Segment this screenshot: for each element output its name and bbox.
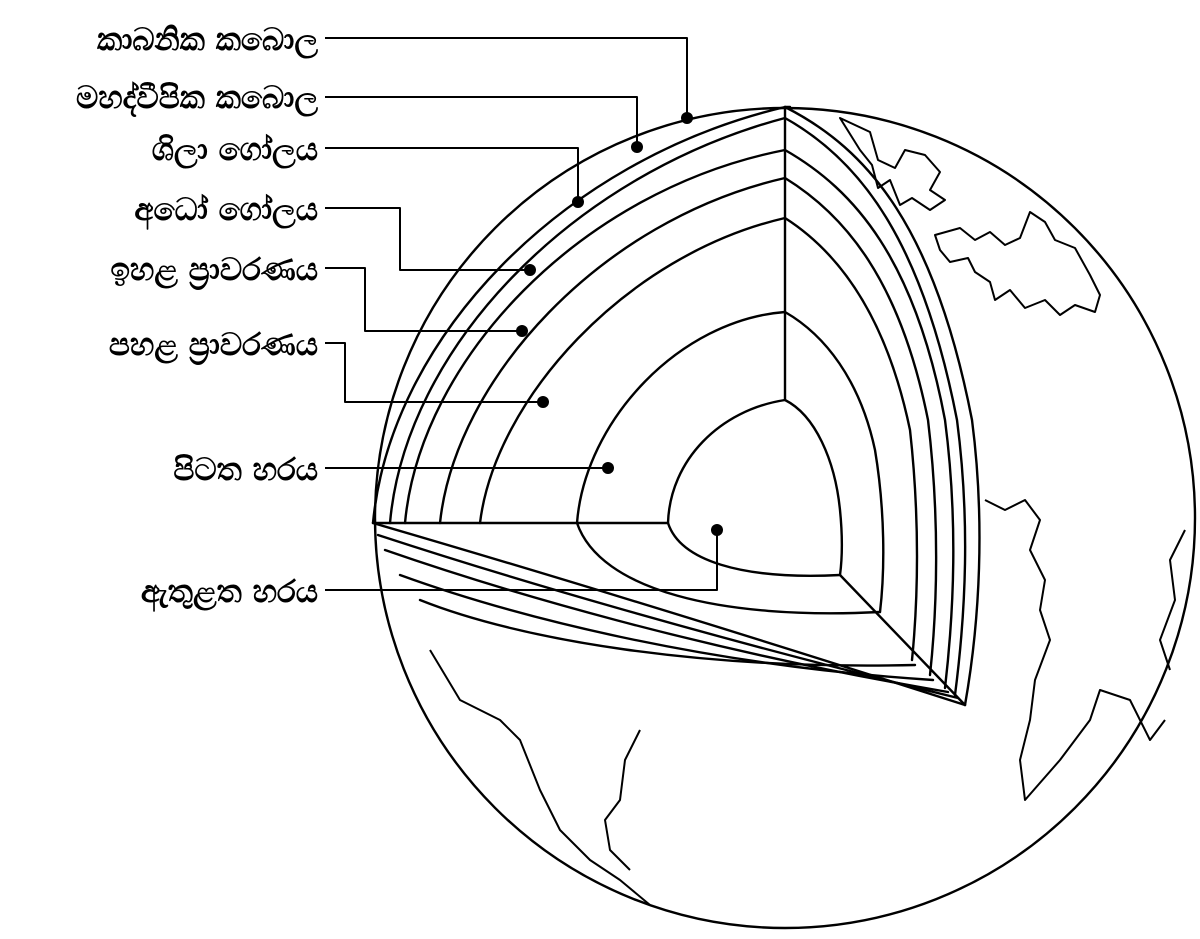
crust-cut-bottom (371, 521, 967, 707)
dot-7 (602, 462, 614, 474)
layer-4-bottom (398, 573, 935, 682)
continent-north (839, 117, 946, 211)
outer-core-bottom (575, 521, 882, 615)
leader-6 (325, 342, 543, 403)
crust-outer (371, 105, 792, 525)
continent-africa (984, 499, 1166, 801)
label-organic-crust: කාබනික කබොල (97, 22, 318, 59)
continent-europe (934, 211, 1101, 316)
leader-4 (325, 207, 530, 271)
label-lower-mantle: පහළ ප්‍රාවරණය (109, 327, 318, 366)
layer-5-bottom (418, 598, 917, 667)
layer-2 (388, 116, 967, 697)
label-upper-mantle: ඉහළ ප්‍රාවරණය (110, 252, 318, 291)
layer-5 (478, 216, 919, 662)
continent-south-america (429, 649, 651, 906)
dot-8 (711, 524, 723, 536)
leader-1 (325, 37, 688, 118)
continent-coast (604, 729, 641, 871)
leader-dots (516, 112, 723, 536)
cutaway-wedge (371, 105, 981, 707)
crust-cut-right (783, 105, 981, 707)
continent-east (1159, 529, 1186, 671)
label-inner-core: ඇතුළත හරය (141, 574, 318, 612)
dot-3 (572, 196, 584, 208)
dot-2 (631, 141, 643, 153)
label-outer-core: පිටත හරය (173, 452, 318, 488)
dot-5 (516, 325, 528, 337)
dot-1 (681, 112, 693, 124)
leader-2 (325, 96, 638, 147)
outer-core-boundary (575, 310, 885, 614)
layer-3 (403, 148, 955, 690)
dot-6 (537, 396, 549, 408)
label-continental-crust: මහද්වීපික කබොල (76, 80, 318, 118)
label-asthenosphere: අධෝ ගෝලය (134, 192, 318, 230)
leader-5 (325, 267, 522, 332)
leader-lines (325, 37, 718, 591)
labels: කාබනික කබොල මහද්වීපික කබොල ශිලා ගෝලය අධෝ… (76, 22, 318, 612)
inner-core-boundary (666, 398, 844, 577)
diagonal-cut-edge (838, 573, 967, 707)
dot-4 (524, 264, 536, 276)
inner-core-bottom (666, 521, 842, 577)
leader-3 (325, 147, 579, 202)
layer-4 (438, 176, 938, 677)
label-lithosphere: ශිලා ගෝලය (152, 132, 318, 169)
layer-2-bottom (376, 533, 960, 700)
leader-8 (325, 530, 718, 591)
